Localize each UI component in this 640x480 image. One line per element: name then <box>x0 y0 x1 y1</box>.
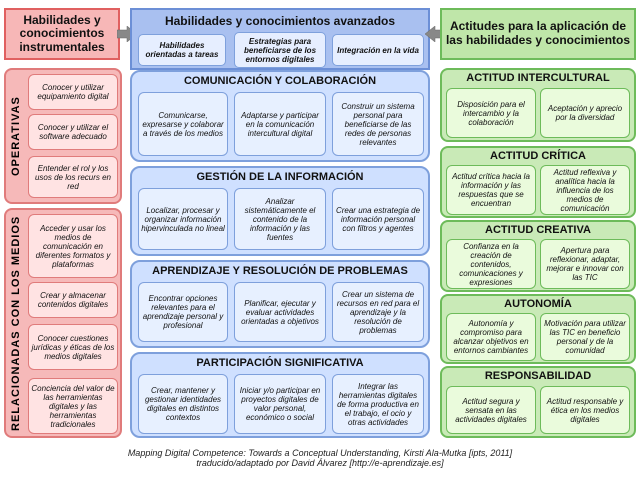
participacion-title: PARTICIPACIÓN SIGNIFICATIVA <box>196 357 364 369</box>
instrumental-skills-header: Habilidades y conocimientos instrumental… <box>4 8 120 60</box>
medios-item: Conocer cuestiones jurídicas y éticas de… <box>28 324 118 370</box>
participacion-panel: PARTICIPACIÓN SIGNIFICATIVA Crear, mante… <box>130 352 430 438</box>
medios-panel: RELACIONADAS CON LOS MEDIOS Acceder y us… <box>4 208 122 438</box>
participacion-item: Iniciar y/o participar en proyectos digi… <box>234 374 326 434</box>
operativas-item: Entender el rol y los usos de los recurs… <box>28 156 118 198</box>
creativa-panel: ACTITUD CREATIVA Confianza en la creació… <box>440 220 636 292</box>
creativa-item: Apertura para reflexionar, adaptar, mejo… <box>540 239 630 289</box>
intercultural-panel: ACTITUD INTERCULTURAL Disposición para e… <box>440 68 636 142</box>
critica-title: ACTITUD CRÍTICA <box>490 150 586 162</box>
autonomia-item: Autonomía y compromiso para alcanzar obj… <box>446 313 536 361</box>
autonomia-panel: AUTONOMÍA Autonomía y compromiso para al… <box>440 294 636 364</box>
attitudes-title: Actitudes para la aplicación de las habi… <box>445 19 631 47</box>
comunicacion-item: Comunicarse, expresarse y colaborar a tr… <box>138 92 228 156</box>
comunicacion-title: COMUNICACIÓN Y COLABORACIÓN <box>183 75 377 87</box>
integration-sub: Integración en la vida <box>332 34 424 66</box>
medios-label: RELACIONADAS CON LOS MEDIOS <box>10 215 22 431</box>
attitudes-header: Actitudes para la aplicación de las habi… <box>440 8 636 60</box>
comunicacion-item: Construir un sistema personal para benef… <box>332 92 424 156</box>
medios-item: Crear y almacenar contenidos digitales <box>28 282 118 318</box>
comunicacion-panel: COMUNICACIÓN Y COLABORACIÓN Comunicarse,… <box>130 70 430 162</box>
caption-line-2: traducido/adaptado por David Álvarez [ht… <box>196 458 444 468</box>
advanced-skills-header: Habilidades y conocimientos avanzados Ha… <box>130 8 430 70</box>
operativas-item: Conocer y utilizar equipamiento digital <box>28 74 118 110</box>
aprendizaje-title: APRENDIZAJE Y RESOLUCIÓN DE PROBLEMAS <box>152 265 408 277</box>
participacion-item: Integrar las herramientas digitales de f… <box>332 374 424 434</box>
comunicacion-item: Adaptarse y participar en la comunicació… <box>234 92 326 156</box>
operativas-panel: OPERATIVAS Conocer y utilizar equipamien… <box>4 68 122 204</box>
autonomia-title: AUTONOMÍA <box>504 298 572 310</box>
aprendizaje-panel: APRENDIZAJE Y RESOLUCIÓN DE PROBLEMAS En… <box>130 260 430 348</box>
caption-line-1: Mapping Digital Competence: Towards a Co… <box>127 448 513 458</box>
creativa-item: Confianza en la creación de contenidos, … <box>446 239 536 289</box>
responsabilidad-title: RESPONSABILIDAD <box>484 370 592 382</box>
task-skills-sub: Habilidades orientadas a tareas <box>138 34 226 66</box>
intercultural-item: Disposición para el intercambio y la col… <box>446 88 536 138</box>
responsabilidad-item: Actitud responsable y ética en los medio… <box>540 386 630 434</box>
gestion-item: Crear una estrategia de información pers… <box>332 188 424 250</box>
intercultural-item: Aceptación y aprecio por la diversidad <box>540 88 630 138</box>
operativas-label: OPERATIVAS <box>10 96 22 176</box>
operativas-item: Conocer y utilizar el software adecuado <box>28 114 118 150</box>
responsabilidad-panel: RESPONSABILIDAD Actitud segura y sensata… <box>440 366 636 438</box>
gestion-panel: GESTIÓN DE LA INFORMACIÓN Localizar, pro… <box>130 166 430 256</box>
source-caption: Mapping Digital Competence: Towards a Co… <box>40 448 600 476</box>
critica-panel: ACTITUD CRÍTICA Actitud crítica hacia la… <box>440 146 636 218</box>
aprendizaje-item: Encontrar opciones relevantes para el ap… <box>138 282 228 342</box>
gestion-item: Analizar sistemáticamente el contenido d… <box>234 188 326 250</box>
medios-item: Acceder y usar los medios de comunicació… <box>28 214 118 278</box>
instrumental-skills-title: Habilidades y conocimientos instrumental… <box>19 13 105 54</box>
creativa-title: ACTITUD CREATIVA <box>485 224 591 236</box>
participacion-item: Crear, mantener y gestionar identidades … <box>138 374 228 434</box>
medios-item: Conciencia del valor de las herramientas… <box>28 378 118 434</box>
strategies-sub: Estrategias para beneficiarse de los ent… <box>234 32 326 68</box>
gestion-item: Localizar, procesar y organizar informac… <box>138 188 228 250</box>
autonomia-item: Motivación para utilizar las TIC en bene… <box>540 313 630 361</box>
responsabilidad-item: Actitud segura y sensata en las activida… <box>446 386 536 434</box>
advanced-skills-title: Habilidades y conocimientos avanzados <box>164 14 396 28</box>
critica-item: Actitud crítica hacia la información y l… <box>446 165 536 215</box>
gestion-title: GESTIÓN DE LA INFORMACIÓN <box>196 171 364 183</box>
aprendizaje-item: Planificar, ejecutar y evaluar actividad… <box>234 282 326 342</box>
critica-item: Actitud reflexiva y analítica hacia la i… <box>540 165 630 215</box>
aprendizaje-item: Crear un sistema de recursos en red para… <box>332 282 424 342</box>
intercultural-title: ACTITUD INTERCULTURAL <box>466 72 610 84</box>
